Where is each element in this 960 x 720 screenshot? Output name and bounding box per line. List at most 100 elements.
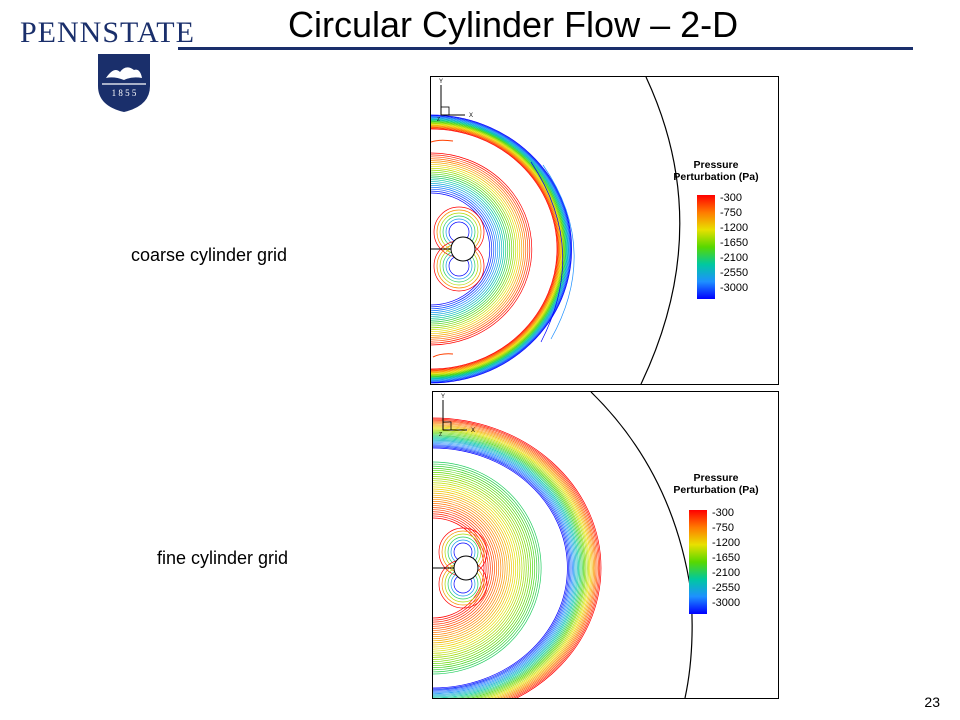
contour-line (433, 433, 584, 698)
page-number: 23 (924, 694, 940, 710)
contour-line (431, 127, 558, 371)
contour-line (431, 122, 564, 376)
contour-line (431, 117, 570, 381)
shield-year: 1 8 5 5 (111, 88, 137, 98)
contour-line (431, 121, 565, 377)
contour-line (431, 115, 572, 383)
axis-z-label: Z (439, 432, 442, 436)
contour-line (433, 426, 592, 698)
contour-line (431, 156, 528, 342)
contour-line (431, 126, 560, 372)
contour-line (433, 478, 525, 658)
contour-line (431, 125, 560, 373)
contour-line (431, 183, 501, 315)
legend-level: -3000 (720, 282, 749, 294)
contour-line (431, 115, 571, 383)
contour-line (433, 486, 516, 650)
contour-lines (433, 417, 602, 698)
fine-grid-contour-plot: Y X Z Pressure Perturbation (Pa) -300 -7… (432, 391, 779, 699)
fine-grid-label: fine cylinder grid (157, 548, 289, 568)
axis-z-label: Z (437, 117, 440, 121)
contour-line (433, 440, 575, 696)
contour-line (431, 117, 569, 381)
contour-line (433, 480, 523, 656)
contour-line (433, 490, 512, 646)
contour-line (433, 439, 577, 697)
contour-line (431, 171, 512, 327)
contour-line (431, 192, 491, 306)
contour-line (433, 436, 581, 698)
contour-line (433, 494, 508, 642)
contour-line (433, 420, 598, 698)
contour-line (431, 158, 527, 340)
contour-line (433, 429, 588, 698)
contour-line (431, 173, 511, 325)
contour-line (433, 469, 534, 667)
contour-line (431, 114, 572, 384)
contour-line (433, 430, 587, 698)
contour-line (431, 177, 506, 321)
coarse-grid-contour-plot: Y X Z Pressure Perturbation (Pa) -300 -7… (430, 76, 779, 385)
legend-level: -2100 (712, 567, 741, 579)
contour-line (433, 438, 578, 698)
axis-x-label: X (471, 428, 475, 434)
pennstate-shield-logo (98, 54, 150, 112)
contour-line (433, 432, 585, 698)
contour-line (431, 164, 520, 334)
axis-y-label: Y (441, 394, 445, 400)
contour-line (431, 152, 533, 346)
contour-line (431, 121, 566, 377)
contour-line (433, 446, 569, 690)
contour-line (431, 181, 503, 317)
contour-line (431, 186, 496, 312)
contour-line (433, 461, 542, 675)
contour-line (433, 498, 504, 638)
contour-line (433, 472, 531, 664)
contour-line (433, 492, 510, 644)
cylinder-shape (453, 555, 479, 581)
legend-title-line2: Perturbation (Pa) (673, 484, 759, 496)
legend-level: -750 (712, 522, 735, 534)
axis-triad: Y X Z (437, 79, 473, 121)
contour-line (433, 503, 500, 633)
contour-line (433, 434, 583, 698)
contour-line (431, 175, 509, 323)
legend-level: -2550 (712, 582, 741, 594)
contour-line (431, 179, 504, 319)
contour-line (433, 447, 568, 689)
legend-level: -3000 (712, 597, 741, 609)
contour-lines (431, 114, 575, 384)
axis-y-label: Y (439, 79, 443, 85)
contour-line (433, 437, 579, 698)
contour-line (431, 185, 499, 313)
contour-line (433, 517, 485, 619)
contour-line (431, 116, 570, 382)
contour-line (431, 119, 568, 379)
colorbar (689, 510, 707, 614)
contour-line (433, 445, 571, 691)
contour-line (431, 119, 567, 379)
contour-line (433, 509, 493, 627)
contour-line (433, 476, 527, 660)
contour-line (433, 442, 574, 694)
axis-x-label: X (469, 113, 473, 119)
contour-line (431, 154, 531, 344)
legend-level: -2100 (720, 252, 749, 264)
contour-line (431, 118, 568, 380)
contour-line (433, 427, 591, 698)
coarse-grid-label: coarse cylinder grid (131, 245, 288, 265)
legend-title-line2: Perturbation (Pa) (673, 171, 759, 183)
contour-line (431, 188, 495, 310)
contour-line (433, 465, 538, 671)
legend-level: -2550 (720, 267, 749, 279)
contour-line (530, 161, 564, 343)
slide-title: Circular Cylinder Flow – 2-D (288, 4, 739, 45)
contour-line (431, 125, 561, 373)
contour-line (433, 422, 597, 698)
contour-line (542, 164, 575, 340)
contour-line (433, 417, 602, 698)
pennstate-logo-wordmark: PENNSTATE (20, 16, 195, 49)
contour-line (433, 467, 536, 669)
legend-level: -1200 (720, 222, 749, 234)
contour-line (431, 127, 559, 371)
